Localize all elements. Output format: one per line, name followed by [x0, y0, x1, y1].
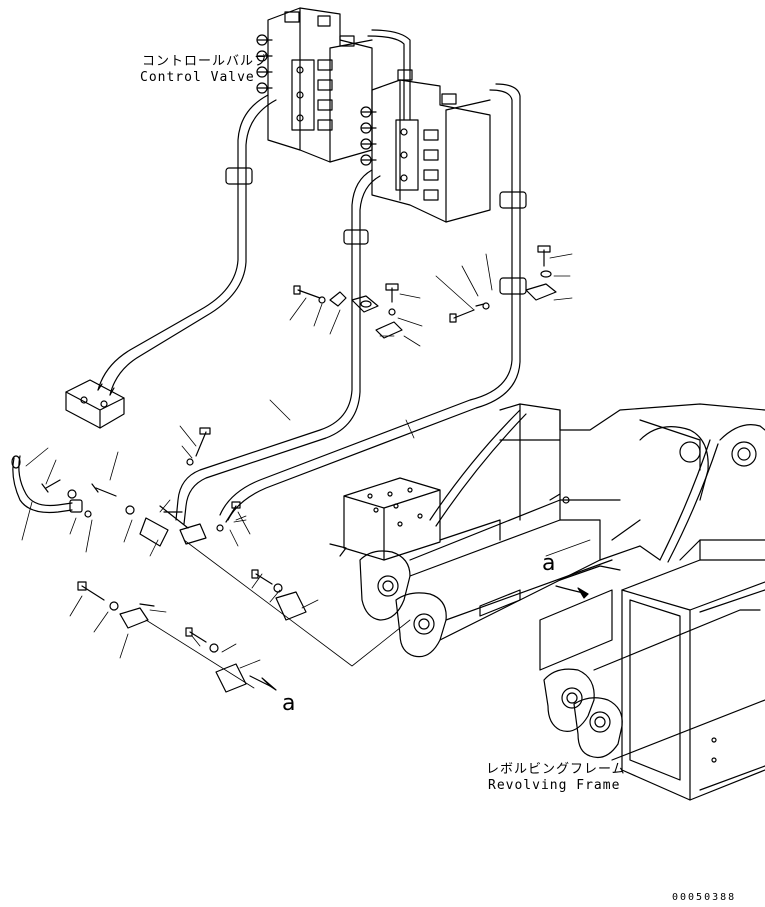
- revolving-frame-label-jp: レボルビングフレーム: [486, 762, 626, 777]
- hose-assembly: [11, 455, 92, 518]
- direction-arrow-lower: [249, 675, 277, 691]
- control-valve-upper: [256, 7, 411, 163]
- control-valve-label-en: Control Valve: [140, 70, 255, 85]
- leader-lines: [21, 253, 591, 669]
- drawing-code: 00050388: [672, 892, 737, 903]
- revolving-frame-label-en: Revolving Frame: [488, 778, 621, 793]
- hydraulic-tubes: [97, 94, 527, 525]
- view-marker-a-frame: a: [542, 551, 557, 576]
- manifold-block-left: [65, 379, 125, 429]
- direction-arrow-frame: [555, 585, 589, 599]
- control-valve-lower: [360, 69, 521, 223]
- view-marker-a-lower: a: [282, 691, 297, 716]
- revolving-frame: [329, 403, 765, 801]
- control-valve-label-jp: コントロールバルブ: [142, 54, 269, 69]
- fittings-hardware: [41, 245, 557, 693]
- routing-line: [145, 539, 411, 689]
